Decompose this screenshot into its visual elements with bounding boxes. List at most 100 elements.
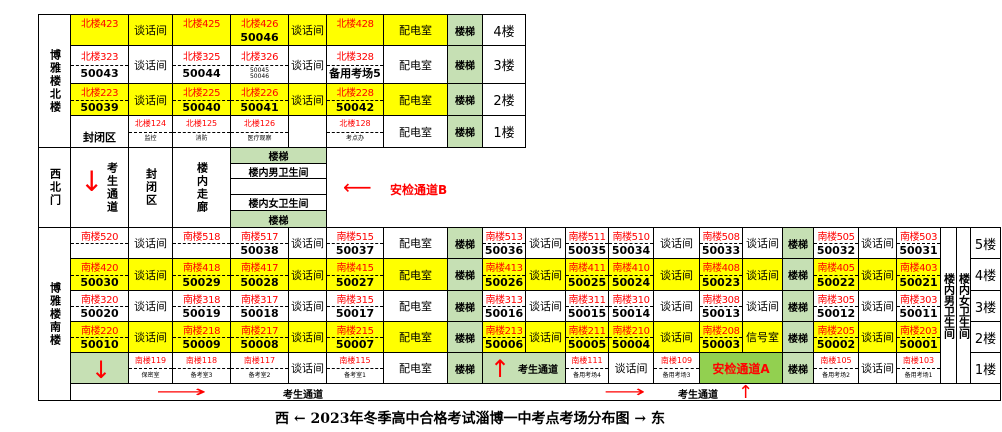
stairs-cell: 楼梯 [447, 83, 483, 116]
exam-number: 50007 [327, 337, 383, 352]
exam-number-label: 50016 [484, 307, 524, 320]
room-number: 南楼411 [566, 259, 608, 276]
room-number: 南楼205 [814, 322, 858, 338]
exam-room-cell[interactable]: 南楼518 [172, 227, 231, 259]
exam-room-cell[interactable]: 北楼423 [70, 14, 129, 46]
facility-cell: 配电室 [383, 227, 448, 259]
exam-room-cell[interactable]: 北楼428 [326, 14, 384, 46]
facility-label: 谈话间 [134, 268, 167, 282]
exam-number-label: 50039 [80, 100, 119, 114]
room-number-label: 南楼415 [336, 263, 374, 275]
room-number: 北楼226 [231, 84, 288, 101]
corridor-label: 楼内走廊 [195, 161, 209, 214]
right-arrow-icon: ⟶ [156, 382, 207, 401]
gate-label: 西北门 [48, 168, 62, 207]
male_toilet-label: 楼内男卫生间 [248, 167, 309, 179]
facility-label: 谈话间 [529, 300, 562, 313]
exam-number: 监控 [129, 132, 172, 148]
room-number: 南楼213 [483, 322, 525, 338]
room-number: 南楼505 [814, 228, 858, 244]
exam-number: 备用考场2 [814, 368, 858, 383]
exam-room-cell[interactable]: 北楼425 [172, 14, 231, 46]
facility-cell: 谈话间 [288, 45, 327, 84]
room-number-label: 北楼226 [240, 88, 279, 100]
room-number: 南楼408 [700, 259, 742, 276]
exam-number: 50027 [327, 275, 383, 291]
exam-number-label: 保密室 [141, 371, 160, 379]
stairs-cell: 楼梯 [447, 45, 483, 84]
floor-label: 4楼 [970, 258, 1001, 291]
exam-number-label: 50029 [182, 275, 221, 289]
exam-room-cell[interactable]: 南楼520 [70, 227, 129, 259]
exam-number: 50020 [71, 306, 128, 321]
room-number-label: 南楼311 [568, 295, 606, 306]
facility-label: 配电室 [399, 237, 432, 250]
exam-number-label: 50018 [240, 307, 279, 320]
room-number: 南楼311 [566, 291, 608, 307]
exam-number: 50005 [566, 337, 608, 352]
facility-label: 谈话间 [861, 362, 894, 375]
exam-number-label: 50042 [335, 100, 375, 114]
exam-number-label: 50040 [182, 100, 221, 114]
